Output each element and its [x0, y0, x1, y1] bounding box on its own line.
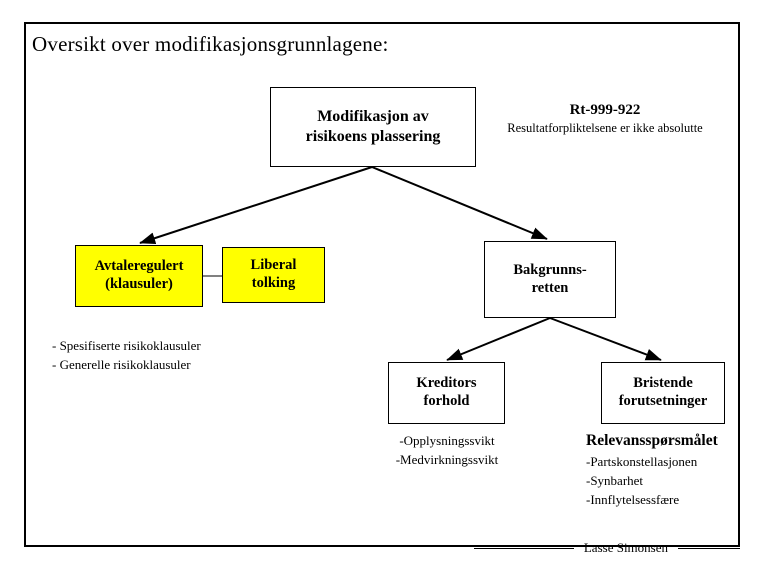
node-label: Liberal tolking	[223, 257, 324, 292]
node-label-line2: (klausuler)	[105, 276, 173, 292]
node-label-line1: Liberal	[250, 257, 297, 274]
notes-relevans: Relevansspørsmålet -Partskonstellasjonen…	[586, 431, 718, 509]
node-label-line1: Modifikasjon av	[317, 108, 429, 126]
node-kreditors-forhold[interactable]: Kreditors forhold	[388, 362, 505, 424]
node-modifikasjon-risikoens-plassering[interactable]: Modifikasjon av risikoens plassering	[270, 87, 476, 167]
node-bakgrunnsretten[interactable]: Bakgrunns- retten	[484, 241, 616, 318]
node-label-line1: Avtaleregulert	[94, 258, 184, 275]
node-bristende-forutsetninger[interactable]: Bristende forutsetninger	[601, 362, 725, 424]
node-label-line2: forutsetninger	[618, 393, 708, 409]
node-label-line2: risikoens plassering	[305, 128, 441, 145]
node-label-line1: Bristende	[633, 375, 693, 392]
footer-rule-right	[678, 547, 740, 549]
note-item: -Opplysningssvikt	[399, 433, 495, 448]
footer-rule-left	[473, 547, 574, 549]
node-label: Modifikasjon av risikoens plassering	[271, 107, 475, 146]
node-label-line1: Bakgrunns-	[513, 261, 587, 278]
note-item: - Spesifiserte risikoklausuler	[52, 338, 201, 353]
note-item: -Medvirkningssvikt	[395, 451, 499, 467]
notes-relevans-heading: Relevansspørsmålet	[586, 432, 718, 449]
node-label-line1: Kreditors	[416, 375, 477, 392]
footer-author-name: Lasse Simonsen	[583, 540, 668, 555]
notes-klausuler: - Spesifiserte risikoklausuler - Generel…	[52, 337, 201, 375]
note-item: - Generelle risikoklausuler	[52, 356, 191, 372]
node-label-line2: tolking	[251, 275, 296, 291]
node-label: Kreditors forhold	[389, 375, 504, 410]
note-item: -Synbarhet	[586, 472, 644, 488]
note-item: -Innflytelsessfære	[586, 491, 680, 507]
node-label: Bristende forutsetninger	[602, 375, 724, 410]
node-label: Bakgrunns- retten	[485, 262, 615, 297]
case-summary: Resultatforpliktelsene er ikke absolutte	[507, 120, 703, 135]
node-label-line2: retten	[531, 279, 569, 296]
slide-border-frame	[24, 22, 740, 547]
case-reference-block: Rt-999-922 Resultatforpliktelsene er ikk…	[474, 101, 736, 136]
case-citation: Rt-999-922	[569, 102, 641, 118]
notes-kreditors: -Opplysningssvikt -Medvirkningssvikt	[382, 432, 512, 470]
node-label-line2: forhold	[423, 393, 470, 409]
node-avtaleregulert-klausuler[interactable]: Avtaleregulert (klausuler)	[75, 245, 203, 307]
node-label: Avtaleregulert (klausuler)	[76, 258, 202, 293]
node-liberal-tolking[interactable]: Liberal tolking	[222, 247, 325, 303]
page-title: Oversikt over modifikasjonsgrunnlagene:	[32, 32, 389, 56]
note-item: -Partskonstellasjonen	[586, 453, 698, 469]
slide-footer: Lasse Simonsen	[24, 536, 740, 560]
